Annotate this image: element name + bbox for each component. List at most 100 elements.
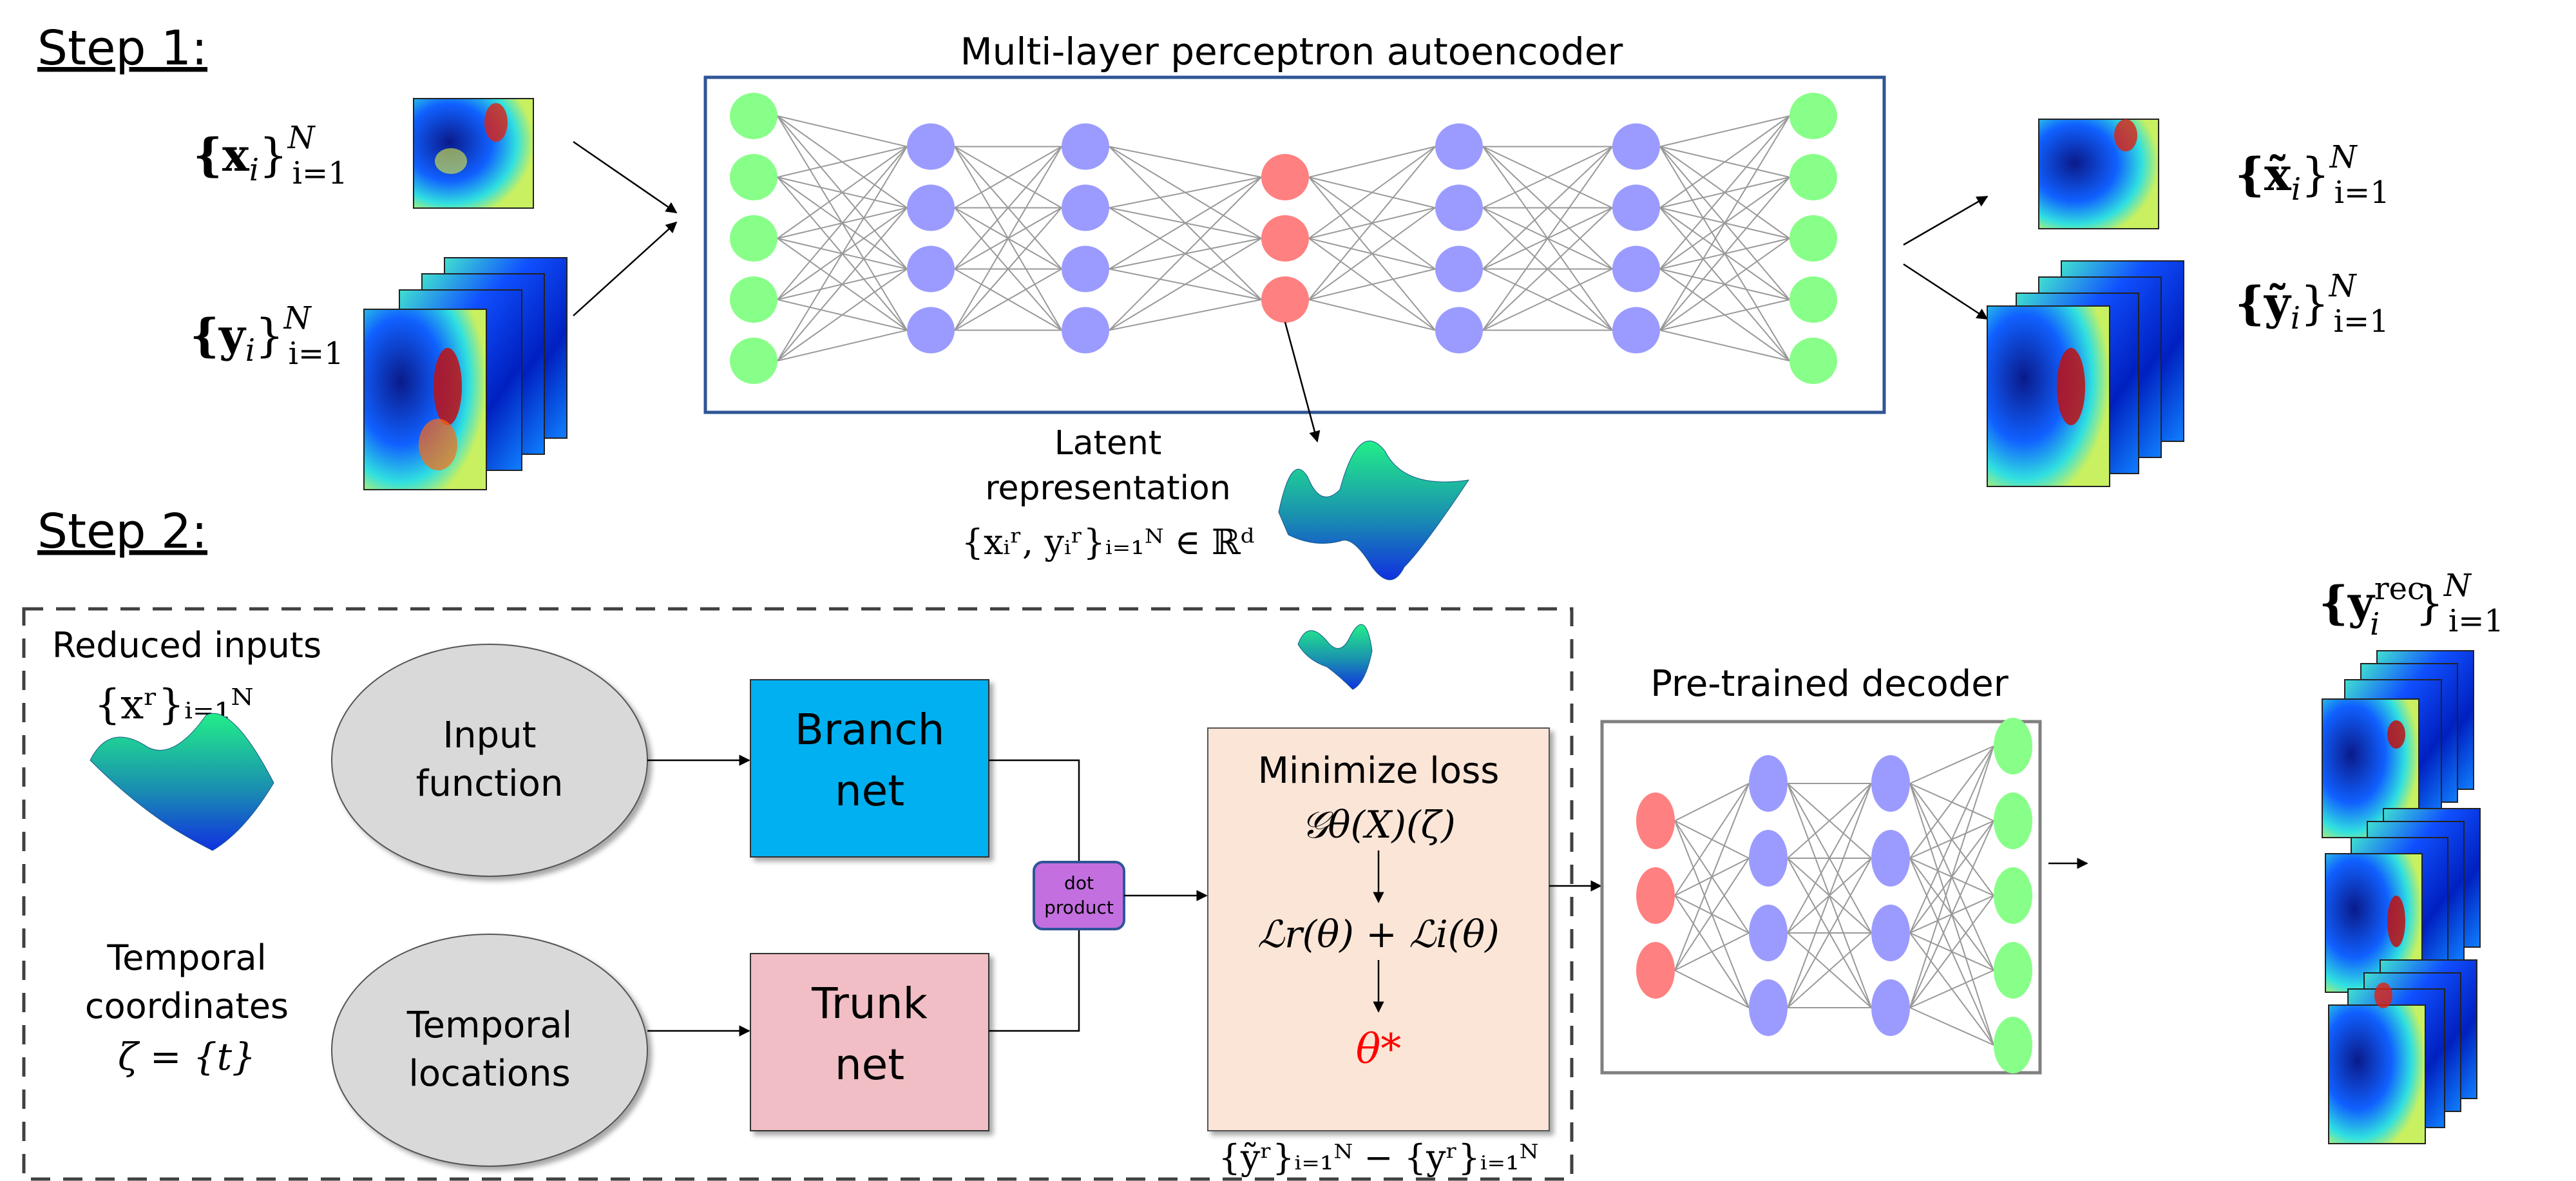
autoencoder-node-layer-3 — [1062, 245, 1109, 293]
autoencoder-edge — [1659, 115, 1790, 331]
decoder-edge — [1909, 745, 1994, 859]
decoder-node-layer-4 — [1994, 1017, 2032, 1073]
output-y-heatmap-stack — [1987, 260, 2184, 487]
arrow-to-output-y — [1903, 263, 1989, 320]
decoder-box — [1600, 720, 2042, 1075]
autoencoder-edge — [1482, 268, 1613, 331]
autoencoder-node-layer-1 — [730, 215, 778, 262]
step2-container — [22, 607, 1574, 1181]
branch-net-line1: Branch — [795, 705, 945, 754]
decoder-edge — [1674, 783, 1750, 821]
autoencoder-edge — [777, 146, 908, 300]
decoder-node-layer-3 — [1871, 979, 1910, 1036]
input-x-heatmap — [413, 98, 534, 209]
decoder-edge — [1909, 1007, 1994, 1046]
autoencoder-edge — [1482, 146, 1613, 270]
autoencoder-node-layer-4 — [1261, 154, 1309, 200]
decoder-node-layer-1 — [1636, 867, 1675, 924]
decoder-node-layer-4 — [1994, 718, 2032, 774]
input-function-line2: function — [416, 763, 564, 805]
decoder-edge — [1787, 783, 1872, 859]
minimize-operator: 𝒢θ(X)(ζ) — [1301, 803, 1455, 847]
decoder-node-layer-4 — [1994, 867, 2032, 924]
minimize-title: Minimize loss — [1258, 750, 1500, 792]
decoder-node-layer-2 — [1749, 979, 1788, 1036]
autoencoder-edge — [777, 146, 908, 361]
autoencoder-node-layer-1 — [730, 154, 778, 200]
temporal-coords-formula: ζ = {t} — [118, 1035, 256, 1079]
autoencoder-node-layer-6 — [1612, 307, 1660, 354]
autoencoder-edge — [1659, 115, 1790, 209]
autoencoder-edge — [954, 268, 1062, 331]
autoencoder-edge — [1659, 115, 1790, 148]
autoencoder-edge — [1482, 146, 1613, 331]
autoencoder-node-layer-2 — [907, 245, 955, 293]
autoencoder-node-layer-7 — [1789, 93, 1837, 139]
decoder-edge — [1909, 895, 1994, 1008]
reduced-input-surface-icon — [90, 713, 274, 851]
reconstructed-heatmap-stack-2 — [2325, 808, 2481, 993]
branch-net-box — [750, 679, 989, 858]
arrow-y-to-autoencoder — [573, 221, 678, 316]
decoder-edge — [1909, 745, 1994, 1008]
autoencoder-node-layer-1 — [730, 338, 778, 384]
autoencoder-edge — [1659, 238, 1790, 331]
autoencoder-edge — [777, 146, 908, 239]
decoder-node-layer-4 — [1994, 792, 2032, 849]
optimal-theta: θ* — [1356, 1026, 1402, 1073]
autoencoder-node-layer-5 — [1435, 123, 1483, 170]
temporal-locations-line1: Temporal — [406, 1004, 572, 1046]
autoencoder-edge — [1308, 146, 1436, 178]
minimize-surface-icon — [1297, 624, 1373, 690]
autoencoder-edge — [777, 207, 908, 361]
decoder-node-layer-3 — [1871, 755, 1910, 812]
decoder-edge — [1674, 932, 1750, 971]
decoder-edge — [1909, 970, 1994, 1008]
minimize-loss-box — [1207, 727, 1550, 1131]
reconstructed-heatmap-stack-3 — [2328, 959, 2477, 1144]
autoencoder-edge — [954, 146, 1062, 270]
autoencoder-node-layer-7 — [1789, 154, 1837, 200]
dot-product-line1: dot — [1064, 872, 1094, 894]
decoder-node-layer-3 — [1871, 830, 1910, 887]
autoencoder-node-layer-5 — [1435, 184, 1483, 231]
reduced-inputs-title: Reduced inputs — [52, 625, 321, 666]
reconstructed-heatmap-stack-1 — [2322, 650, 2474, 838]
autoencoder-edge — [1659, 329, 1790, 361]
autoencoder-node-layer-5 — [1435, 307, 1483, 354]
autoencoder-edge — [1109, 146, 1262, 178]
decoder-edge — [1909, 745, 1994, 784]
residual-formula: {ỹʳ}ᵢ₌₁ᴺ − {yʳ}ᵢ₌₁ᴺ — [1218, 1137, 1538, 1178]
autoencoder-edge — [954, 207, 1062, 331]
decoder-node-layer-1 — [1636, 792, 1675, 849]
latent-line1: Latent — [1054, 424, 1162, 463]
trunk-net-line2: net — [835, 1040, 904, 1090]
autoencoder-network — [730, 93, 1837, 384]
trunk-to-dot-connector — [989, 928, 1080, 1032]
autoencoder-node-layer-4 — [1261, 215, 1309, 262]
decoder-node-layer-3 — [1871, 905, 1910, 961]
autoencoder-edge — [777, 329, 908, 361]
decoder-edge — [1787, 783, 1872, 1008]
temporal-coords-line1: Temporal — [106, 937, 266, 978]
autoencoder-edge — [954, 146, 1062, 331]
autoencoder-edge — [1659, 115, 1790, 270]
autoencoder-edge — [1109, 299, 1262, 331]
autoencoder-node-layer-2 — [907, 123, 955, 170]
decoder-edge — [1787, 932, 1872, 1008]
autoencoder-node-layer-3 — [1062, 123, 1109, 170]
autoencoder-edge — [1308, 146, 1436, 300]
autoencoder-node-layer-2 — [907, 307, 955, 354]
decoder-edge — [1787, 858, 1872, 1008]
decoder-network — [1636, 718, 2032, 1073]
decoder-node-layer-2 — [1749, 830, 1788, 887]
autoencoder-box — [703, 75, 1886, 414]
autoencoder-edge — [777, 115, 908, 148]
decoder-edge — [1674, 783, 1750, 971]
step2-label: Step 2: — [37, 504, 207, 559]
input-y-heatmap-stack — [363, 257, 568, 490]
